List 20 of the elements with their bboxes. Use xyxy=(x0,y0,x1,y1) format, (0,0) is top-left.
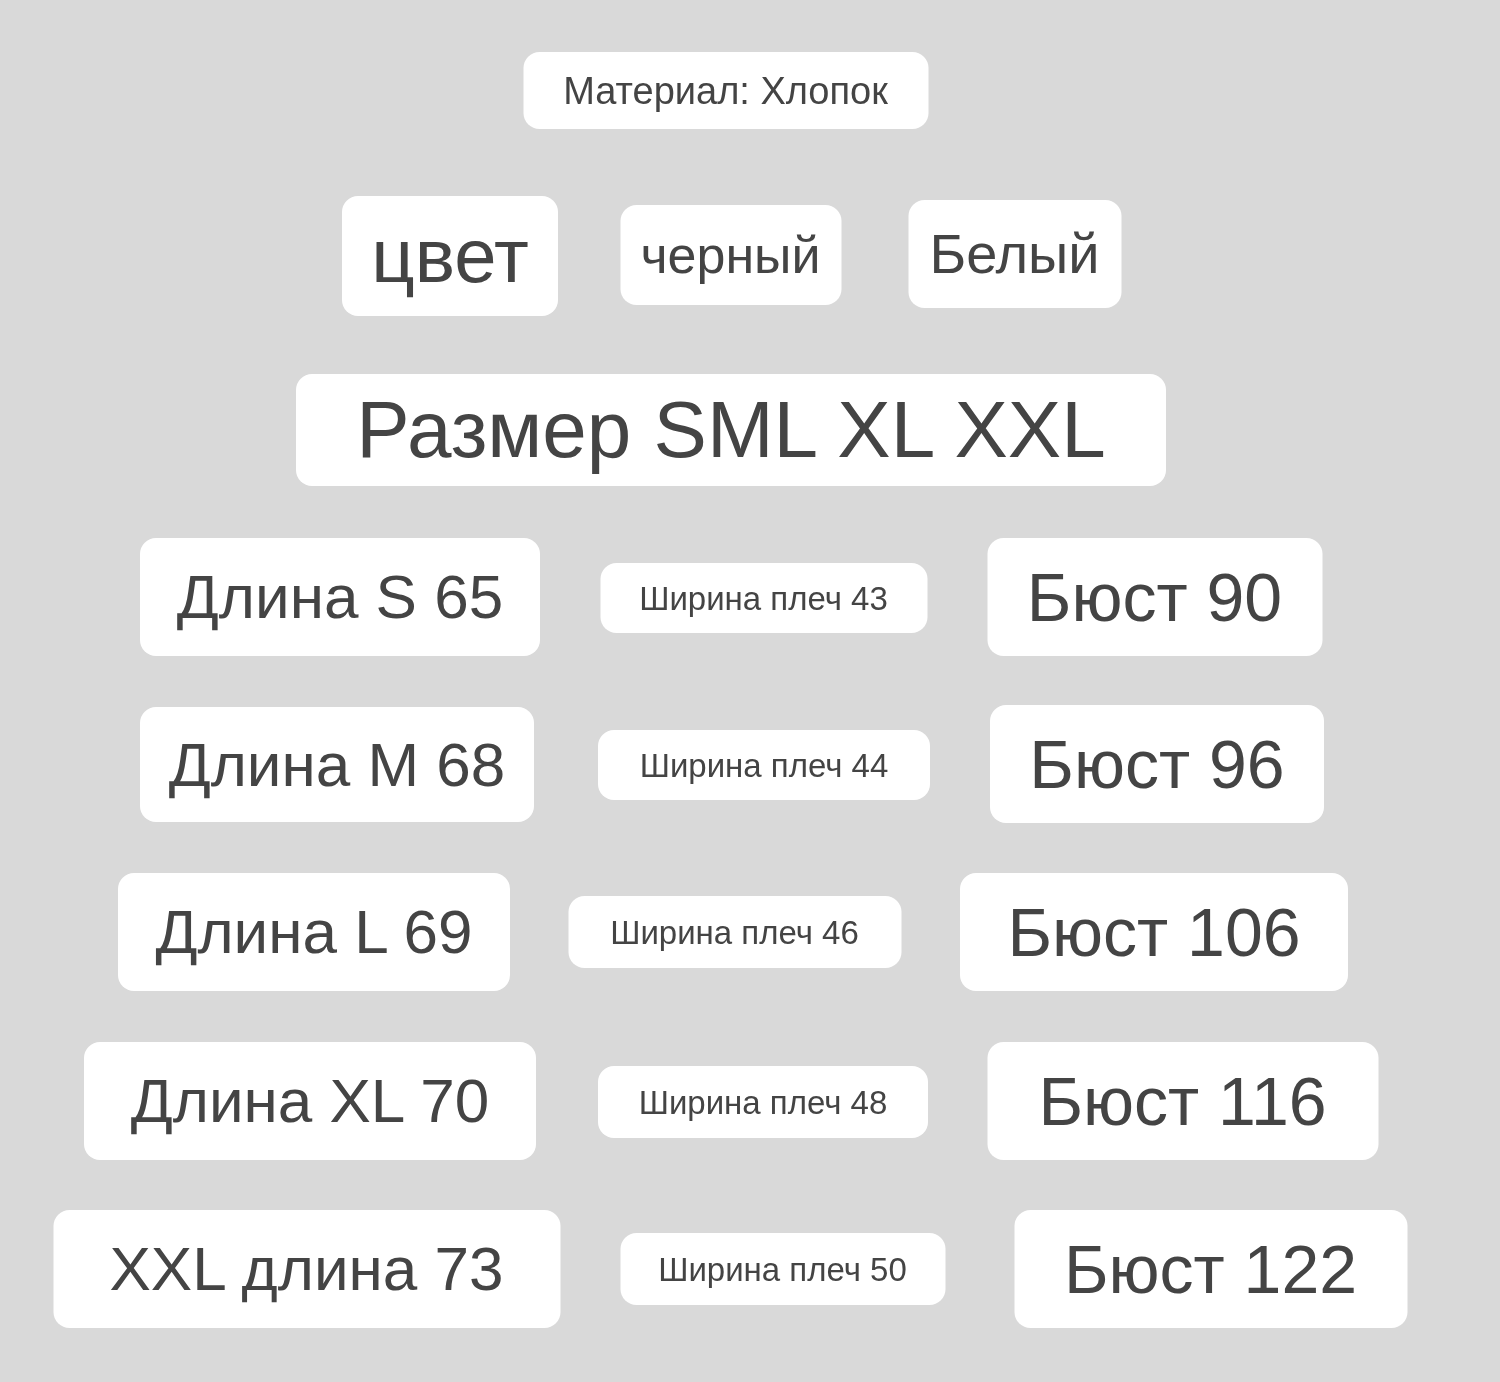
label-box: Размер SML XL XXL xyxy=(296,374,1166,486)
label-box: Бюст 122 xyxy=(1014,1210,1407,1328)
label-box: черный xyxy=(620,205,841,305)
label-box: Ширина плеч 43 xyxy=(600,563,927,633)
label-box: Белый xyxy=(908,200,1121,308)
label-box: цвет xyxy=(342,196,558,316)
label-box: Длина XL 70 xyxy=(84,1042,536,1160)
label-box: Ширина плеч 48 xyxy=(598,1066,928,1138)
label-box: Бюст 116 xyxy=(987,1042,1378,1160)
label-box: Ширина плеч 50 xyxy=(620,1233,945,1305)
label-box: Бюст 96 xyxy=(990,705,1324,823)
label-box: XXL длина 73 xyxy=(53,1210,560,1328)
label-box: Ширина плеч 46 xyxy=(568,896,901,968)
label-box: Длина M 68 xyxy=(140,707,534,822)
label-box: Ширина плеч 44 xyxy=(598,730,930,800)
label-box: Длина L 69 xyxy=(118,873,510,991)
label-box: Длина S 65 xyxy=(140,538,540,656)
label-box: Бюст 90 xyxy=(987,538,1322,656)
label-box: Материал: Хлопок xyxy=(523,52,928,129)
label-box: Бюст 106 xyxy=(960,873,1348,991)
